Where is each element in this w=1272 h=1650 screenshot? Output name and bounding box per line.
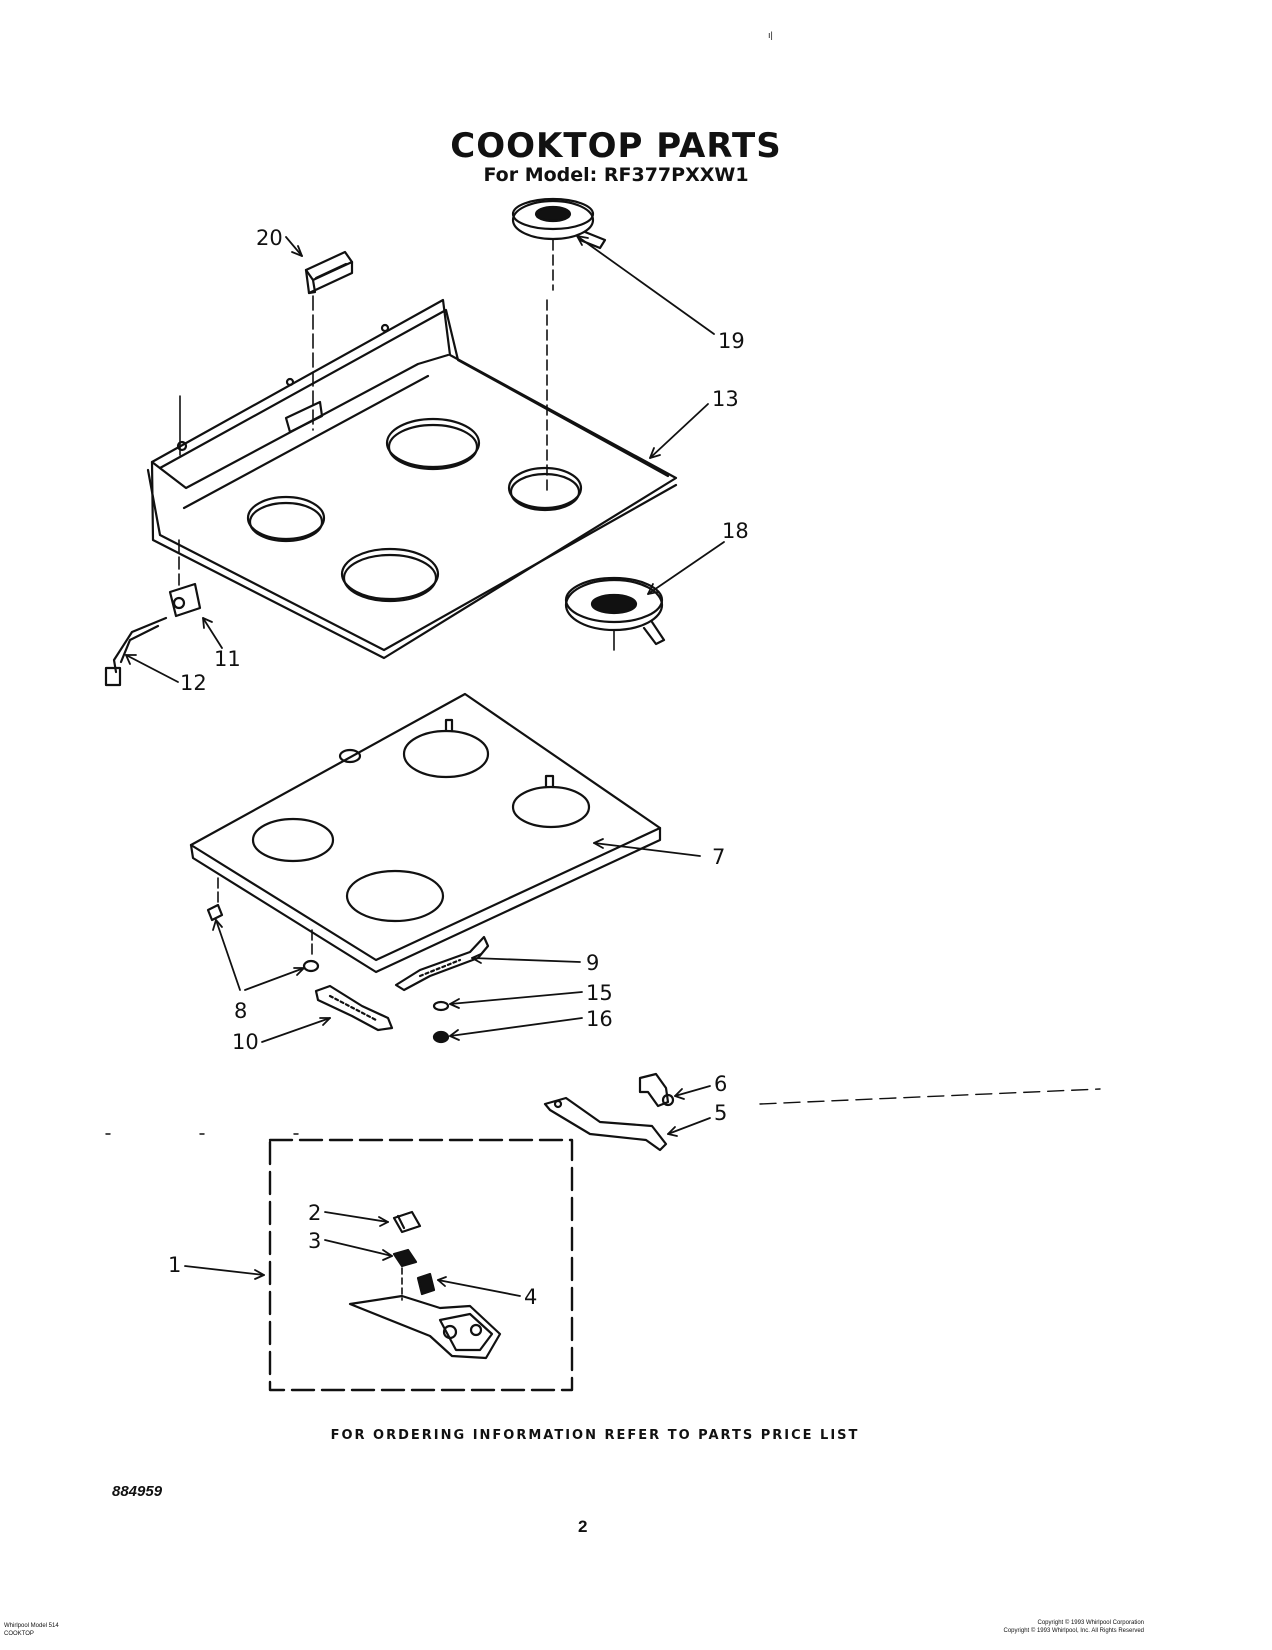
callout-15: 15 — [586, 981, 613, 1005]
part-10-bracket — [314, 984, 394, 1032]
part-1-switch-assembly — [348, 1267, 502, 1360]
footer-right-line: Copyright © 1993 Whirlpool Corporation — [1037, 1620, 1144, 1626]
footer-right-line: Copyright © 1993 Whirlpool, Inc. All Rig… — [1003, 1628, 1144, 1634]
footer-copyright: Copyright © 1993 Whirlpool Corporation C… — [1004, 1619, 1144, 1635]
callout-1: 1 — [168, 1253, 181, 1277]
dashed-rule — [759, 1088, 1101, 1105]
callout-10: 10 — [232, 1030, 259, 1054]
callout-13: 13 — [712, 387, 739, 411]
part-12-wire-lead — [104, 616, 168, 687]
part-8-clips — [206, 903, 320, 973]
part-18-surface-element — [564, 576, 666, 651]
part-20-badge — [304, 250, 354, 295]
callout-11: 11 — [214, 647, 241, 671]
callout-3: 3 — [308, 1229, 321, 1253]
ordering-note: FOR ORDERING INFORMATION REFER TO PARTS … — [330, 1428, 860, 1443]
footer-left-text: Whirlpool Model 514 COOKTOP — [4, 1622, 59, 1638]
callout-18: 18 — [722, 519, 749, 543]
callout-labels: 20 19 13 18 11 12 7 9 15 16 8 10 6 5 2 3… — [168, 226, 749, 1309]
callout-6: 6 — [714, 1072, 727, 1096]
part-3-insulator — [392, 1248, 418, 1268]
document-number: 884959 — [112, 1483, 163, 1500]
callout-8: 8 — [234, 999, 247, 1023]
part-9-bracket — [394, 935, 490, 992]
callout-5: 5 — [714, 1101, 727, 1125]
callout-19: 19 — [718, 329, 745, 353]
part-13-cooktop — [146, 298, 678, 660]
part-5-bracket — [543, 1096, 668, 1152]
page-number: 2 — [578, 1517, 588, 1536]
part-4-connector — [416, 1272, 436, 1296]
callout-16: 16 — [586, 1007, 613, 1031]
part-7-cooktop-plate — [189, 692, 662, 974]
part-11-terminal-block — [168, 582, 202, 618]
callout-7: 7 — [712, 845, 725, 869]
part-16-nut — [432, 1030, 450, 1044]
part-19-surface-element — [511, 197, 607, 291]
part-1-assembly-box — [268, 1138, 574, 1392]
page-title: COOKTOP PARTS — [450, 126, 782, 166]
callout-9: 9 — [586, 951, 599, 975]
callout-20: 20 — [256, 226, 283, 250]
callout-4: 4 — [524, 1285, 537, 1309]
callout-2: 2 — [308, 1201, 321, 1225]
callout-12: 12 — [180, 671, 207, 695]
part-2-clip — [392, 1210, 422, 1234]
leader-lines — [125, 235, 725, 1297]
footer-left-line: Whirlpool Model 514 — [4, 1623, 59, 1629]
part-15-washer — [432, 1000, 450, 1012]
footer-left-line: COOKTOP — [4, 1631, 34, 1637]
corner-mark: ı| — [768, 30, 773, 40]
model-subtitle: For Model: RF377PXXW1 — [483, 164, 749, 186]
part-6-switch — [638, 1072, 675, 1108]
